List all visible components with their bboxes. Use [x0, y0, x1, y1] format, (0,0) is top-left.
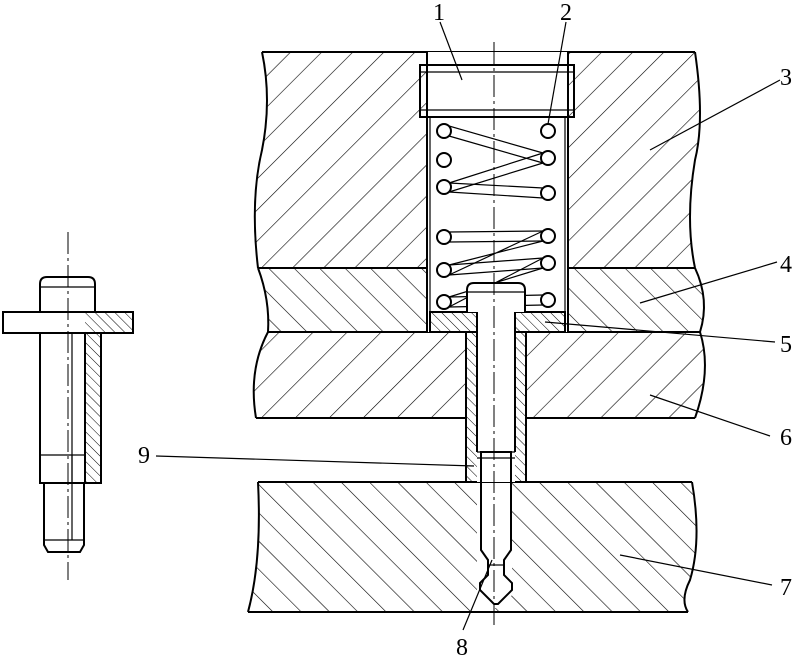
part-labels: 1 2 3 4 5 6 7 8 9	[138, 0, 792, 659]
pin-side-view	[2, 232, 134, 580]
leader-lines	[155, 21, 781, 631]
plate-3	[253, 51, 701, 269]
label-5: 5	[780, 332, 792, 358]
coil-spring-2	[436, 123, 556, 310]
plate-6	[252, 331, 706, 419]
label-7: 7	[780, 575, 792, 601]
screw-plug-1	[419, 64, 575, 332]
ejector-pin-8	[476, 312, 516, 605]
label-6: 6	[780, 425, 792, 451]
label-4: 4	[780, 252, 792, 278]
label-9: 9	[138, 443, 150, 469]
label-1: 1	[433, 0, 445, 26]
label-8: 8	[456, 635, 468, 659]
label-3: 3	[780, 65, 792, 91]
label-2: 2	[560, 0, 572, 26]
plate-7	[247, 481, 698, 613]
